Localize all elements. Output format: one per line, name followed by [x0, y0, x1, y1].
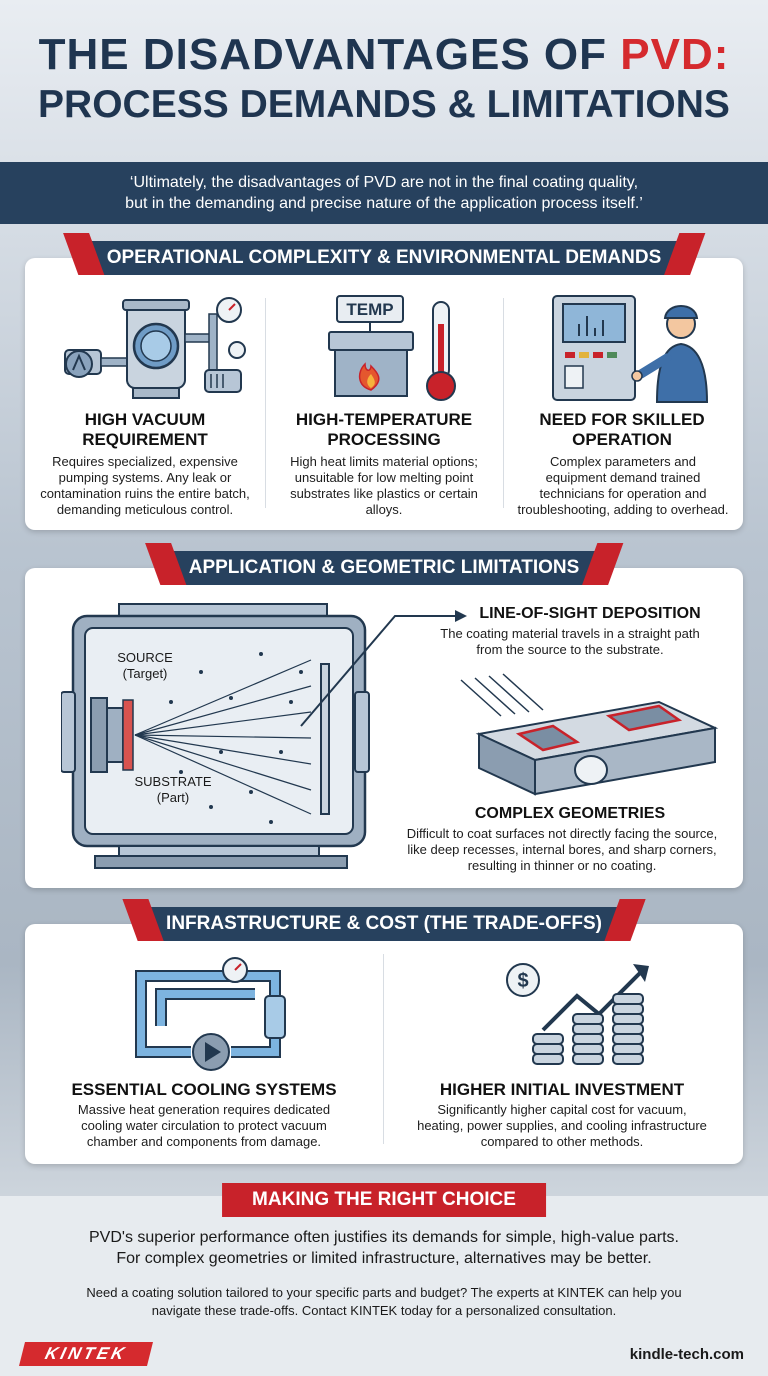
investment-growth-icon: $ [506, 963, 649, 1065]
cta-text: Need a coating solution tailored to your… [86, 1285, 682, 1318]
cooling-text: Massive heat generation requires dedicat… [77, 1102, 331, 1149]
geometric-card: SOURCE (Target) SUBSTRATE (Part) LINE-OF… [25, 568, 743, 888]
divider [265, 298, 266, 508]
vacuum-chamber-icon [64, 297, 246, 399]
substrate-sublabel: (Part) [157, 790, 190, 805]
section-banner-operational: OPERATIONAL COMPLEXITY & ENVIRONMENTAL D… [84, 241, 684, 275]
vacuum-title: HIGH VACUUM REQUIREMENT [82, 410, 208, 449]
temp-label: TEMP [346, 300, 393, 319]
website-link[interactable]: kindle-tech.com [629, 1346, 744, 1363]
substrate-label: SUBSTRATE [134, 774, 211, 789]
callout-arrow-icon [300, 610, 467, 727]
line-of-sight-title: LINE-OF-SIGHT DEPOSITION [479, 605, 701, 622]
choice-text: PVD's superior performance often justifi… [89, 1229, 679, 1267]
source-sublabel: (Target) [123, 666, 168, 681]
investment-text: Significantly higher capital cost for va… [417, 1102, 707, 1149]
page-subtitle: PROCESS DEMANDS & LIMITATIONS [38, 83, 730, 126]
skilled-text: Complex parameters and equipment demand … [517, 454, 729, 517]
temperature-text: High heat limits material options; unsui… [290, 454, 478, 517]
investment-title: HIGHER INITIAL INVESTMENT [439, 1080, 685, 1099]
divider [503, 298, 504, 508]
temperature-icon: TEMP [328, 295, 456, 401]
section-banner-geometric: APPLICATION & GEOMETRIC LIMITATIONS [166, 551, 602, 585]
quote-band: ‘Ultimately, the disadvantages of PVD ar… [0, 162, 768, 224]
section-banner-infrastructure: INFRASTRUCTURE & COST (THE TRADE-OFFS) [144, 907, 624, 941]
skilled-title: NEED FOR SKILLED OPERATION [539, 410, 705, 449]
kintek-logo[interactable]: KINTEK [19, 1342, 153, 1366]
title-accent: PVD: [620, 30, 730, 79]
infrastructure-card: $ ESSENTIAL COOLING SYSTEMS Massive heat… [25, 924, 743, 1164]
complex-geometries-title: COMPLEX GEOMETRIES [474, 805, 666, 822]
page-title: THE DISADVANTAGES OF PVD: PROCESS DEMAND… [0, 30, 768, 128]
title-main: THE DISADVANTAGES OF [38, 30, 621, 79]
complex-geometries-text: Difficult to coat surfaces not directly … [406, 826, 718, 873]
quote-line-2: but in the demanding and precise nature … [125, 195, 643, 212]
choice-banner: MAKING THE RIGHT CHOICE [222, 1183, 546, 1217]
cooling-title: ESSENTIAL COOLING SYSTEMS [71, 1080, 337, 1099]
dollar-symbol: $ [517, 970, 528, 992]
operational-card: TEMP HIGH VACUUM REQUIREMENT Requires sp… [25, 258, 743, 530]
vacuum-text: Requires specialized, expensive pumping … [40, 454, 250, 517]
deposition-chamber-diagram: SOURCE (Target) SUBSTRATE (Part) [61, 603, 370, 869]
quote-line-1: ‘Ultimately, the disadvantages of PVD ar… [129, 174, 639, 191]
complex-geometry-icon [460, 673, 719, 796]
divider [383, 954, 384, 1144]
source-label: SOURCE [117, 650, 173, 665]
temperature-title: HIGH-TEMPERATURE PROCESSING [295, 410, 473, 449]
line-of-sight-text: The coating material travels in a straig… [440, 626, 700, 657]
cooling-system-icon [135, 957, 286, 1071]
operator-icon [552, 295, 709, 403]
